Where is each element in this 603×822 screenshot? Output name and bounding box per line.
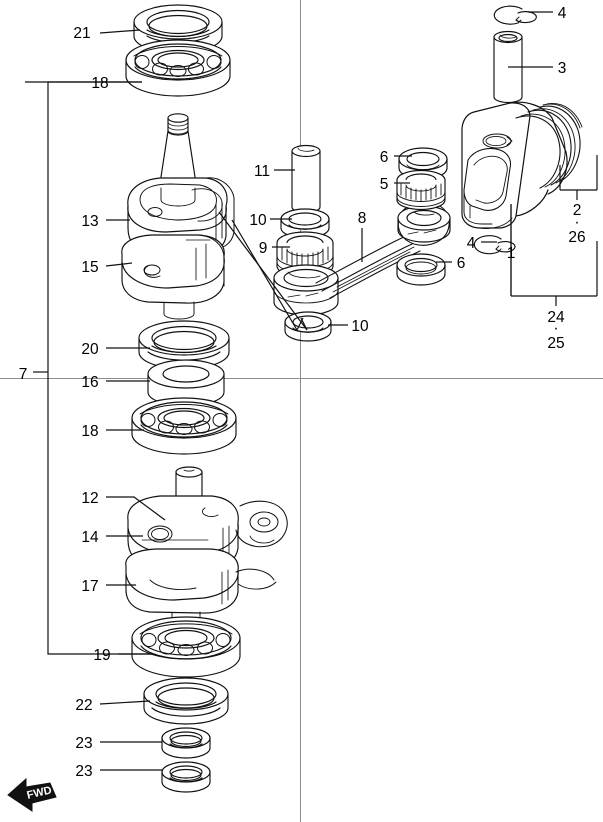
label-20: 20 — [81, 341, 99, 358]
label-13: 13 — [81, 213, 98, 230]
leader-15 — [105, 262, 133, 267]
label-12: 12 — [81, 490, 98, 507]
bracket-24-25-legs — [510, 204, 598, 296]
part-oil-seal-22 — [143, 677, 229, 725]
label-4-top: 4 — [558, 5, 567, 22]
part-crank-pin-11 — [291, 144, 321, 214]
brackets — [33, 81, 598, 655]
label-9: 9 — [259, 240, 268, 257]
part-washer-6-lower — [396, 253, 446, 286]
label-24: 24 — [547, 309, 565, 326]
label-18-upper: 18 — [91, 75, 108, 92]
label-1: 1 — [507, 245, 516, 262]
label-6-upper: 6 — [380, 149, 389, 166]
label-11: 11 — [254, 163, 270, 180]
label-22: 22 — [75, 697, 92, 714]
part-oil-seal-21 — [133, 4, 223, 54]
label-dot-1: · — [574, 214, 579, 231]
callout-labels: 21 18 13 15 20 16 18 12 14 17 19 22 23 2… — [73, 5, 566, 780]
label-17: 17 — [81, 578, 98, 595]
label-26: 26 — [568, 229, 585, 246]
part-piston-pin-3 — [493, 30, 523, 104]
pointer-line-a — [218, 211, 308, 331]
label-3: 3 — [558, 60, 567, 77]
part-oil-seal-23-b — [161, 761, 211, 793]
label-21: 21 — [73, 25, 90, 42]
label-10-upper: 10 — [249, 212, 267, 229]
label-18-middle: 18 — [81, 423, 98, 440]
label-dot-2: · — [553, 320, 558, 337]
fwd-direction-marker: FWD — [7, 777, 57, 812]
bearing-balls — [139, 404, 229, 435]
part-connecting-rod-small-end — [397, 201, 451, 246]
label-4-lower: 4 — [467, 235, 476, 252]
part-oil-seal-23-a — [161, 727, 211, 759]
label-10-lower: 10 — [351, 318, 369, 335]
bracket-7 — [47, 81, 152, 655]
label-8: 8 — [358, 210, 367, 227]
label-19: 19 — [93, 647, 110, 664]
needle-rollers — [400, 183, 442, 202]
label-7: 7 — [19, 366, 28, 383]
part-ball-bearing-19 — [131, 616, 241, 678]
leader-12 — [106, 496, 166, 521]
label-15: 15 — [81, 259, 98, 276]
part-circlip-4-top — [493, 5, 537, 25]
part-needle-bearing-5 — [396, 169, 446, 211]
label-16: 16 — [81, 374, 98, 391]
label-23-a: 23 — [75, 735, 92, 752]
leader-22 — [99, 700, 151, 705]
label-5: 5 — [380, 176, 389, 193]
part-ball-bearing-18-middle — [131, 397, 237, 455]
part-ball-bearing-18-upper — [125, 39, 231, 97]
part-thrust-washer-10-lower — [284, 311, 332, 342]
bearing-balls — [139, 623, 233, 656]
label-23-b: 23 — [75, 763, 92, 780]
leader-21 — [99, 29, 141, 34]
part-spacer-16 — [147, 359, 225, 407]
part-oil-seal-20 — [138, 320, 230, 370]
part-piston-1 — [461, 101, 583, 229]
part-crank-web-15 — [121, 234, 225, 320]
stack-labels: 1 2 · 26 24 · 25 7 — [19, 202, 586, 383]
label-14: 14 — [81, 529, 99, 546]
bearing-balls — [133, 46, 223, 77]
label-2: 2 — [573, 202, 582, 219]
pointer-line-b — [231, 219, 298, 331]
label-25: 25 — [547, 335, 564, 352]
part-circlip-4-lower — [473, 235, 516, 255]
part-connecting-rod-big-end — [273, 264, 339, 316]
bracket-2-26 — [559, 155, 598, 191]
label-6-lower: 6 — [457, 255, 466, 272]
fwd-label: FWD — [26, 784, 53, 801]
needle-rollers — [281, 246, 329, 268]
pointer-arrowhead — [296, 317, 308, 331]
